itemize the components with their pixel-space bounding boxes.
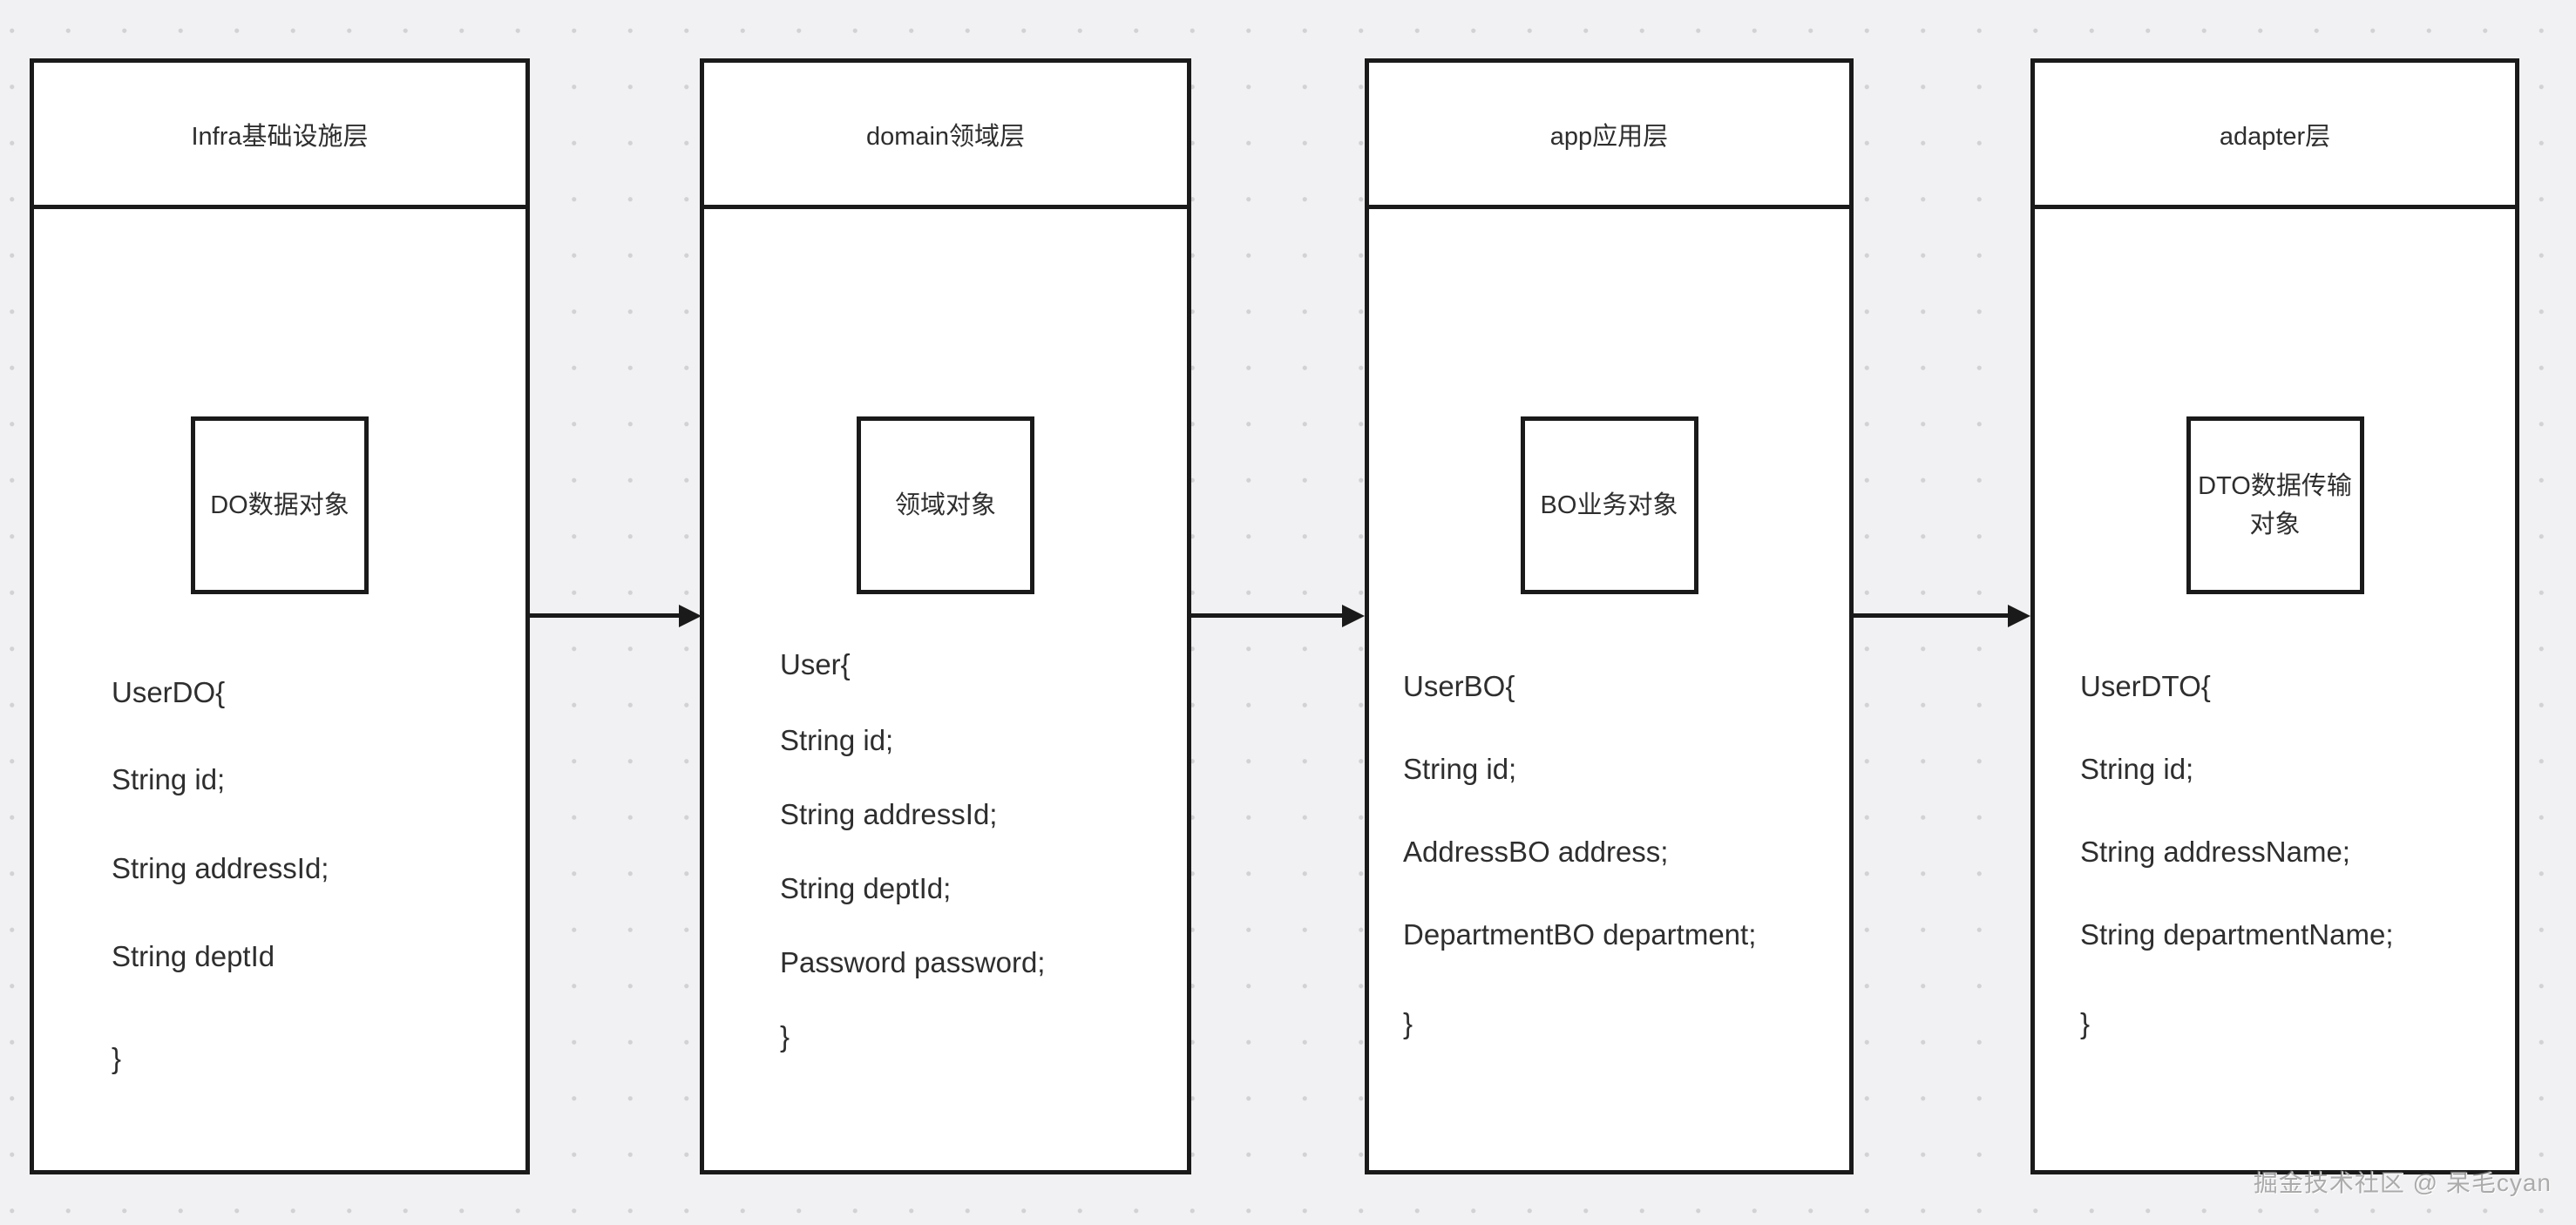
code-line: String deptId (112, 940, 275, 972)
code-line: UserDTO{ (2080, 670, 2211, 702)
flow-arrow-3-head-icon (2008, 605, 2030, 627)
layer-box-domain: domain领域层 领域对象 User{ String id; String a… (700, 58, 1191, 1174)
layer-title-app: app应用层 (1549, 122, 1669, 151)
code-line: String id; (112, 763, 226, 795)
code-line: User{ (780, 648, 851, 680)
code-line: String addressName; (2080, 836, 2350, 868)
domain-object-label: 领域对象 (894, 491, 996, 519)
code-line: String departmentName; (2080, 918, 2394, 951)
code-line: DepartmentBO department; (1403, 918, 1757, 951)
watermark: 掘金技术社区 @ 呆毛cyan (2253, 1169, 2552, 1196)
do-object-label: DO数据对象 (210, 491, 349, 519)
layer-title-infra: Infra基础设施层 (191, 122, 369, 151)
dto-object-label: DTO数据传输 对象 (2198, 472, 2352, 538)
bo-object-box: BO业务对象 (1520, 416, 1698, 594)
bo-object-label: BO业务对象 (1540, 491, 1678, 519)
domain-object-box: 领域对象 (857, 416, 1034, 594)
code-line: } (2080, 1007, 2091, 1039)
code-line: String id; (1403, 753, 1517, 785)
code-line: } (112, 1042, 122, 1074)
code-line: AddressBO address; (1403, 836, 1669, 868)
code-line: String id; (780, 724, 894, 756)
code-line: } (780, 1020, 790, 1052)
layer-header-app: app应用层 (1369, 63, 1849, 209)
code-line: String addressId; (780, 798, 998, 830)
code-line: Password password; (780, 946, 1046, 978)
code-line: String deptId; (780, 872, 952, 904)
layer-title-domain: domain领域层 (865, 122, 1026, 151)
dto-object-box: DTO数据传输 对象 (2186, 416, 2364, 594)
layer-box-app: app应用层 BO业务对象 UserBO{ String id; Address… (1365, 58, 1854, 1174)
layer-box-adapter: adapter层 DTO数据传输 对象 UserDTO{ String id; … (2030, 58, 2519, 1174)
do-object-box: DO数据对象 (191, 416, 369, 594)
layer-box-infra: Infra基础设施层 DO数据对象 UserDO{ String id; Str… (30, 58, 530, 1174)
code-line: } (1403, 1007, 1413, 1039)
flow-arrow-1-line (530, 613, 681, 618)
layer-header-infra: Infra基础设施层 (34, 63, 525, 209)
flow-arrow-2-head-icon (1342, 605, 1365, 627)
layer-title-adapter: adapter层 (2219, 122, 2331, 151)
layer-header-adapter: adapter层 (2035, 63, 2515, 209)
code-line: UserDO{ (112, 676, 226, 708)
flow-arrow-2-line (1191, 613, 1344, 618)
code-line: UserBO{ (1403, 670, 1515, 702)
layer-header-domain: domain领域层 (704, 63, 1187, 209)
code-line: String addressId; (112, 852, 329, 884)
code-line: String id; (2080, 753, 2194, 785)
flow-arrow-3-line (1854, 613, 2010, 618)
flow-arrow-1-head-icon (679, 605, 702, 627)
